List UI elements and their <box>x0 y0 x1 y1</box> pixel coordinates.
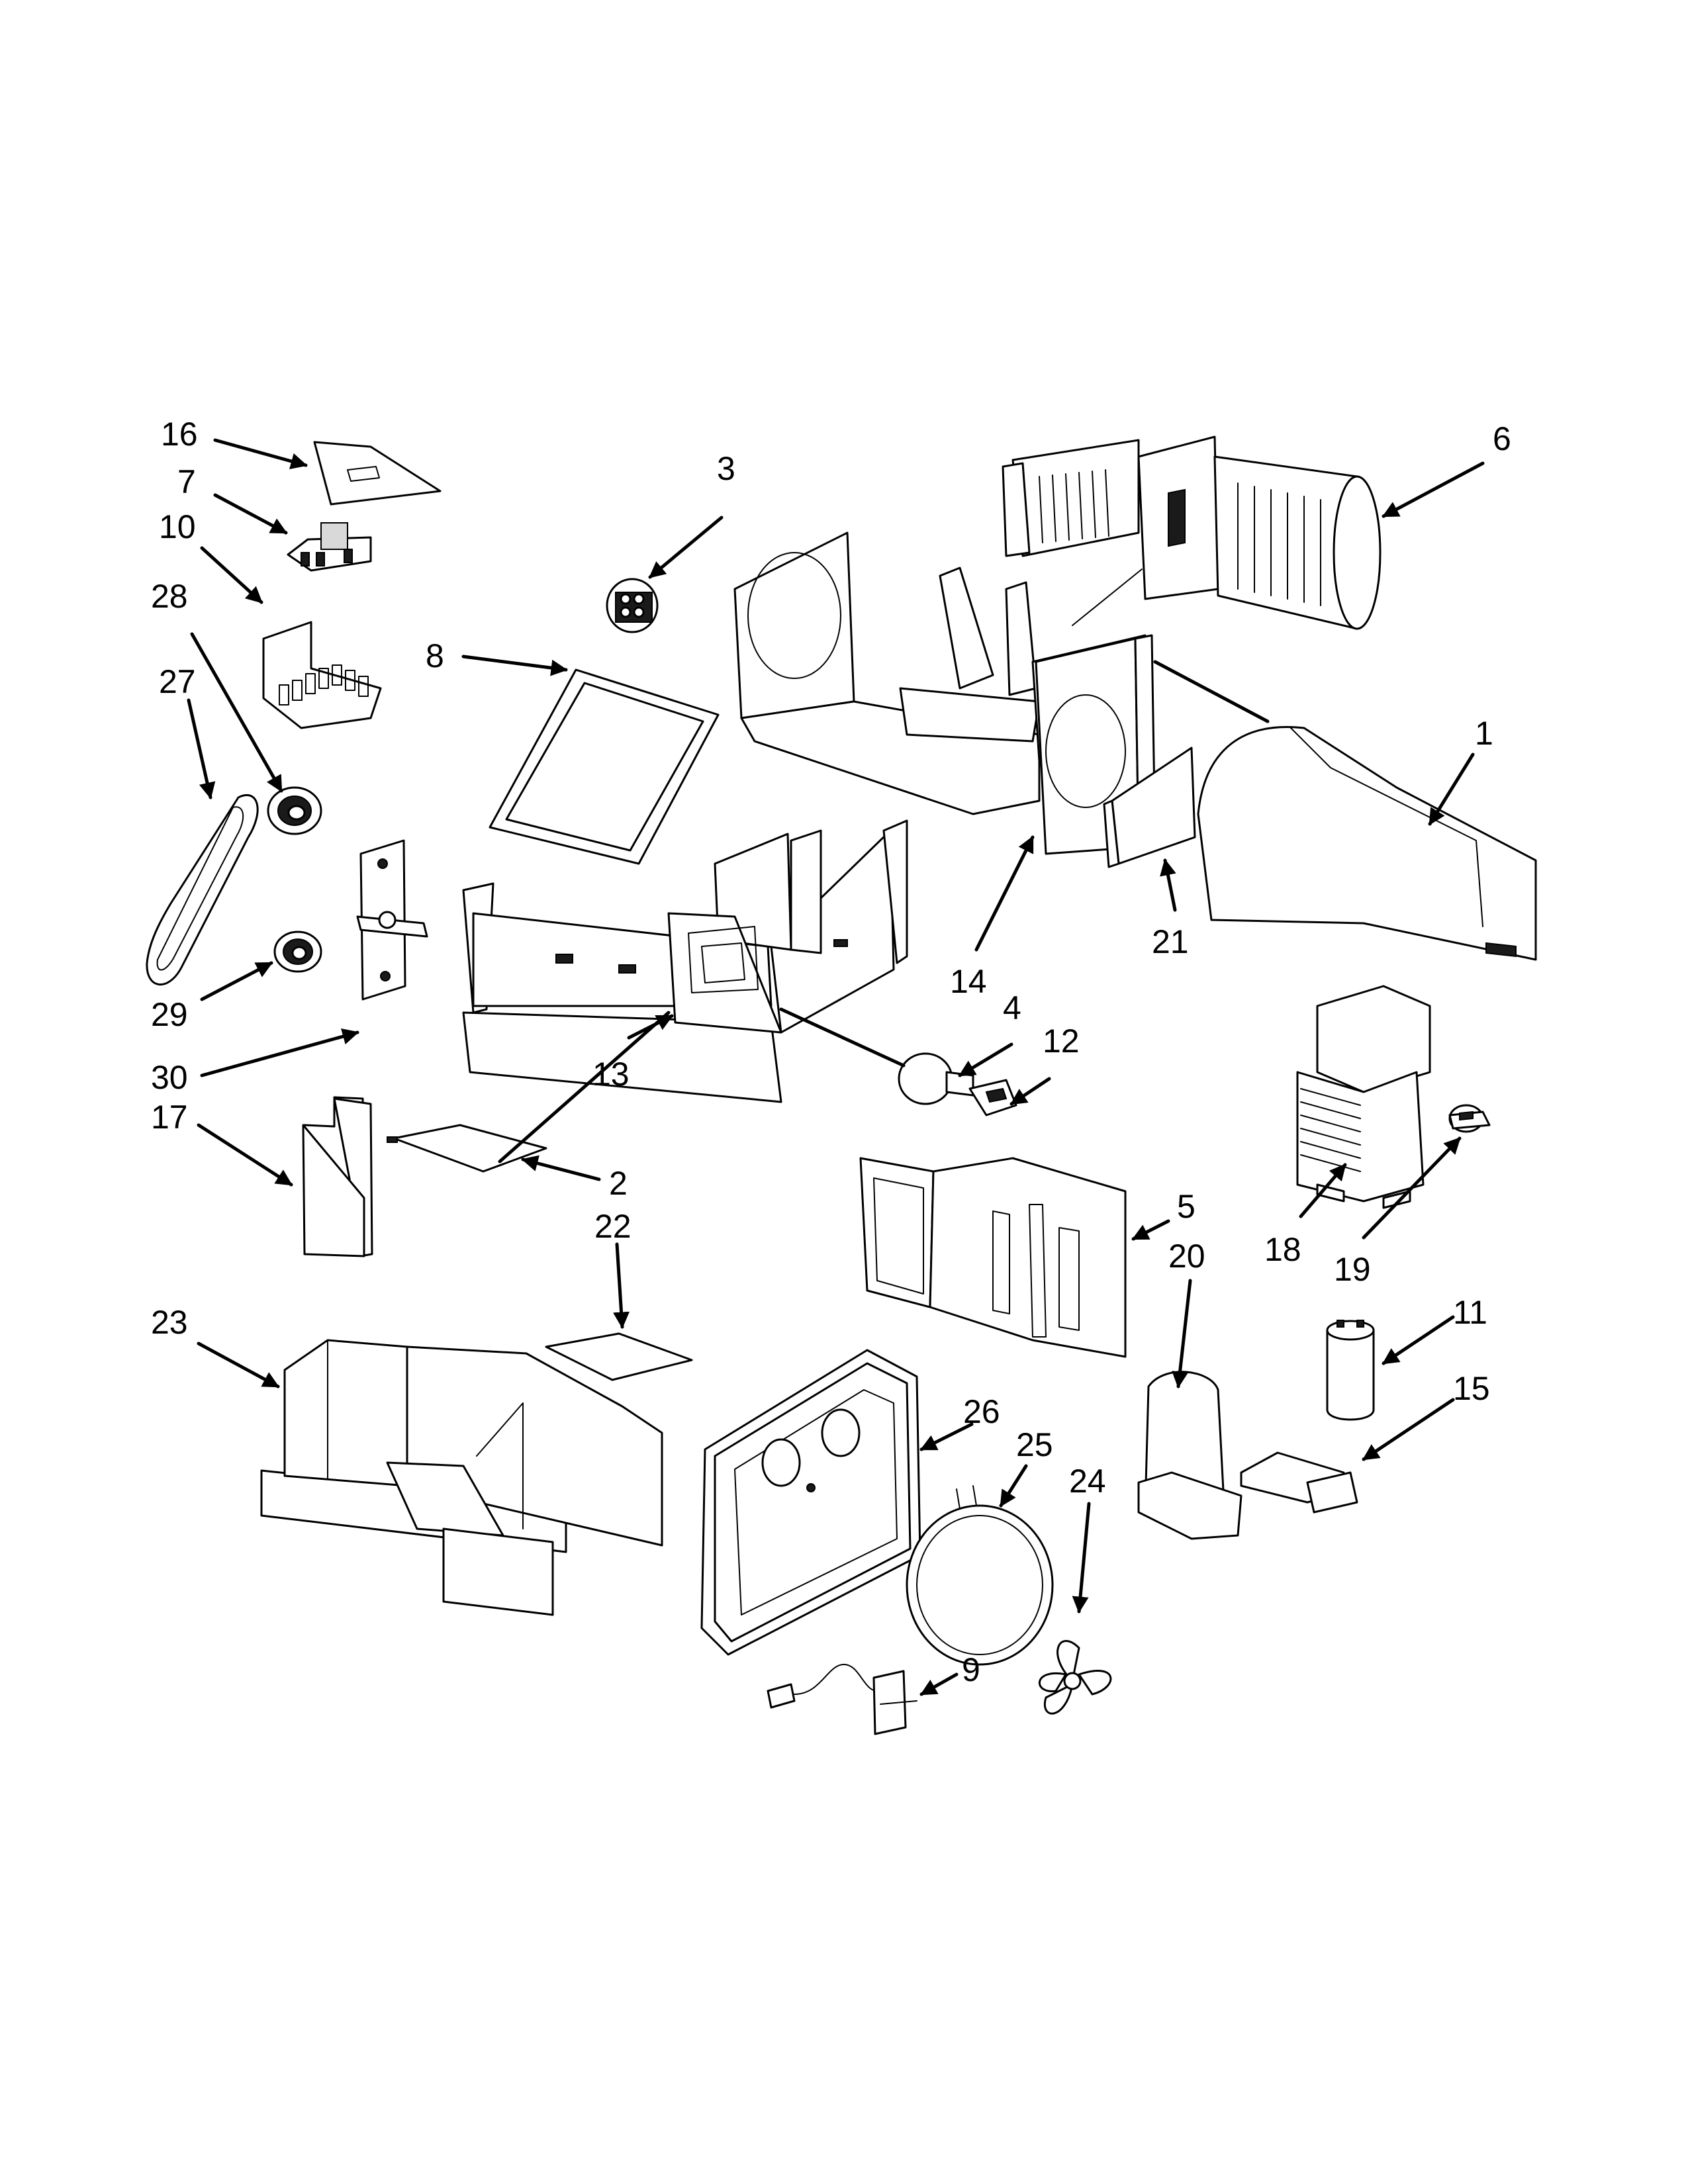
callout-4: 4 <box>1003 989 1021 1026</box>
leader-1-connector <box>1153 660 1270 723</box>
callout-1: 1 <box>1475 715 1493 752</box>
leader-8 <box>461 655 568 676</box>
leader-28 <box>190 632 283 793</box>
callout-8: 8 <box>426 637 444 674</box>
callout-28: 28 <box>151 578 188 615</box>
callout-22: 22 <box>594 1208 632 1245</box>
part-30-bracket <box>356 839 428 1001</box>
leader-30 <box>200 1028 359 1077</box>
callout-18: 18 <box>1264 1231 1301 1268</box>
callout-25: 25 <box>1016 1426 1053 1463</box>
part-22-sheet <box>545 1332 693 1381</box>
callout-23: 23 <box>151 1304 188 1341</box>
leader-5 <box>1131 1219 1170 1241</box>
leader-26 <box>919 1422 974 1451</box>
part-17-panel <box>302 1096 373 1257</box>
leader-1 <box>1428 752 1475 826</box>
part-4-bulb <box>898 1052 974 1105</box>
part-18-transformer <box>1296 985 1431 1209</box>
part-6-blower <box>1002 435 1382 630</box>
leader-3 <box>648 516 724 579</box>
callout-11: 11 <box>1453 1294 1487 1331</box>
part-11-capacitor <box>1326 1320 1375 1421</box>
part-28-pulley <box>267 786 322 835</box>
part-5-panel <box>859 1157 1127 1358</box>
part-26-gasket <box>700 1349 921 1656</box>
leader-13-connector <box>498 1011 671 1163</box>
callout-30: 30 <box>151 1059 188 1096</box>
callout-16: 16 <box>161 416 198 453</box>
callout-9: 9 <box>962 1651 980 1688</box>
callout-20: 20 <box>1168 1238 1205 1275</box>
part-1-duct <box>1197 726 1537 961</box>
leader-4 <box>958 1042 1013 1077</box>
callout-27: 27 <box>159 663 196 700</box>
part-12-socket <box>968 1079 1017 1116</box>
callout-2: 2 <box>609 1165 628 1202</box>
callout-29: 29 <box>151 996 188 1033</box>
part-10-board <box>262 621 382 729</box>
part-14-upper-chassis <box>733 531 1156 855</box>
leader-17 <box>197 1123 293 1187</box>
callout-6: 6 <box>1493 420 1511 457</box>
callout-24: 24 <box>1069 1463 1106 1500</box>
leader-18 <box>1299 1163 1347 1218</box>
part-13-chassis <box>462 819 908 1103</box>
leader-21 <box>1160 858 1177 912</box>
callout-14: 14 <box>950 963 987 1000</box>
part-2-cover <box>387 1124 547 1173</box>
leader-22 <box>613 1242 630 1329</box>
callout-15: 15 <box>1453 1370 1490 1407</box>
part-23-duct-base <box>260 1339 663 1616</box>
callout-26: 26 <box>963 1393 1000 1430</box>
callout-labels: 16 7 10 28 27 29 30 17 23 8 3 13 2 22 6 … <box>151 416 1511 1688</box>
part-19-thermostat <box>1448 1104 1491 1133</box>
leader-29 <box>200 961 273 1001</box>
leader-2 <box>521 1155 601 1181</box>
leader-20 <box>1172 1279 1192 1388</box>
leader-6 <box>1382 461 1485 518</box>
part-29-pulley <box>273 931 322 973</box>
leader-16 <box>213 438 308 470</box>
leader-15 <box>1362 1398 1455 1461</box>
leader-7 <box>213 493 288 535</box>
leader-27 <box>187 698 216 799</box>
callout-5: 5 <box>1177 1188 1196 1225</box>
part-15-bracket <box>1240 1451 1358 1514</box>
callout-10: 10 <box>159 508 196 545</box>
leader-24 <box>1072 1502 1091 1614</box>
callout-21: 21 <box>1152 923 1189 960</box>
leader-12 <box>1009 1077 1051 1106</box>
leader-23 <box>197 1342 280 1388</box>
leader-4-connector <box>779 1007 906 1068</box>
part-20-duct <box>1137 1371 1243 1540</box>
part-27-belt <box>146 794 259 986</box>
leader-10 <box>200 546 263 604</box>
part-25-element <box>906 1485 1054 1666</box>
part-21-panel <box>1103 747 1196 868</box>
part-9-sensor <box>767 1664 917 1735</box>
leader-9 <box>919 1672 959 1696</box>
callout-3: 3 <box>717 450 735 487</box>
part-24-fan <box>1039 1640 1112 1715</box>
callout-17: 17 <box>151 1099 188 1136</box>
part-8-filter <box>489 668 720 865</box>
leader-14 <box>974 835 1035 952</box>
callout-19: 19 <box>1334 1251 1371 1288</box>
part-16-plate <box>313 441 442 506</box>
callout-12: 12 <box>1043 1023 1080 1060</box>
leader-19 <box>1362 1136 1462 1240</box>
leader-lines <box>187 438 1485 1696</box>
part-3-motor <box>606 578 659 633</box>
callout-7: 7 <box>177 463 196 500</box>
callout-13: 13 <box>592 1056 630 1093</box>
part-7-board <box>287 522 372 572</box>
leader-11 <box>1382 1315 1455 1365</box>
leader-25 <box>999 1464 1028 1508</box>
